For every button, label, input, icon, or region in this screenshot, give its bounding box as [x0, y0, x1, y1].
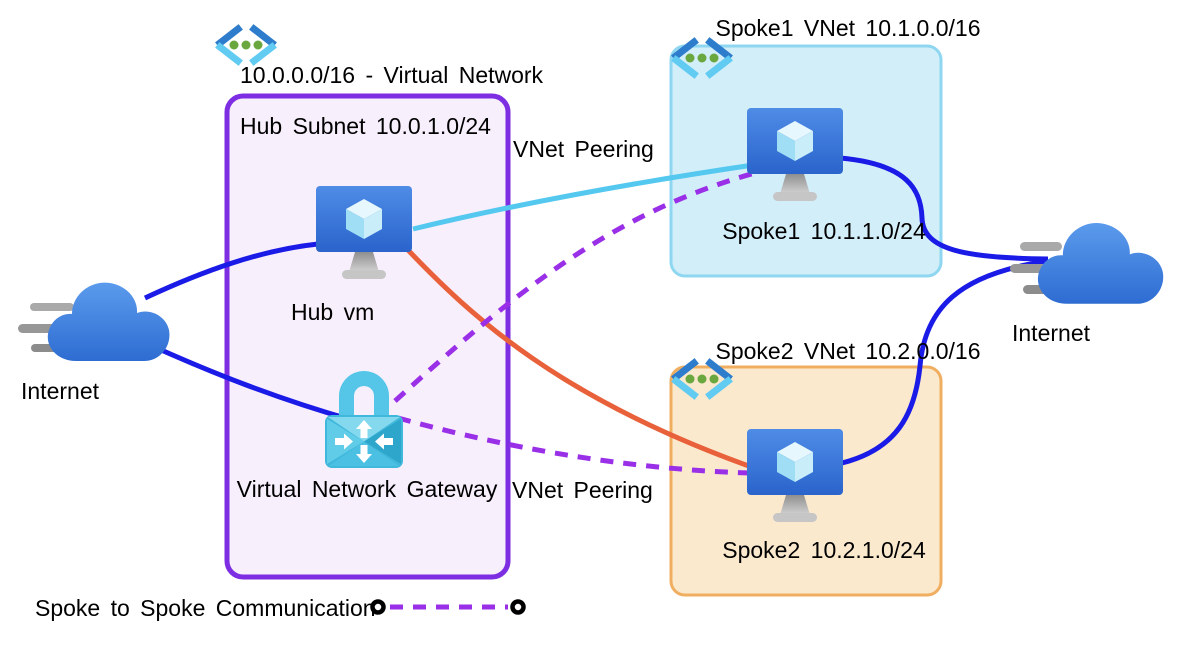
internet-right-cloud-icon — [1037, 223, 1164, 304]
link-spoke-to-spoke-gateway-to-spoke2 — [397, 415, 751, 476]
link-spoke1-to-internet-right — [839, 155, 1049, 262]
legend-endpoint-right-icon — [510, 599, 526, 615]
spoke1-vnet-title: Spoke1 VNet 10.1.0.0/16 — [715, 15, 980, 41]
spoke2-vm-label: Spoke2 10.2.1.0/24 — [722, 537, 926, 563]
hub-subnet-label: Hub Subnet 10.0.1.0/24 — [240, 113, 491, 139]
gateway-label: Virtual Network Gateway — [237, 476, 498, 502]
internet-right-label: Internet — [1012, 320, 1091, 346]
vnet-peering-label-bottom: VNet Peering — [512, 477, 653, 503]
legend-spoke-to-spoke — [370, 599, 526, 615]
vnet-peering-label-top: VNet Peering — [513, 136, 654, 162]
hub-vnet-icon — [220, 29, 272, 61]
spoke2-vnet-title: Spoke2 VNet 10.2.0.0/16 — [715, 338, 980, 364]
link-spoke2-to-internet-right — [841, 258, 1049, 466]
internet-left-label: Internet — [21, 378, 100, 404]
spoke1-vm-label: Spoke1 10.1.1.0/24 — [722, 218, 926, 244]
legend-endpoint-left-icon — [370, 599, 386, 615]
link-vnet-peering-hub-to-spoke2 — [406, 248, 761, 473]
hub-vm-label: Hub vm — [291, 299, 374, 325]
link-vnet-peering-hub-to-spoke1 — [412, 161, 761, 232]
legend-label: Spoke to Spoke Communication — [35, 595, 376, 621]
link-internet-left-to-hub-vm — [143, 241, 319, 301]
hub-vnet-title: 10.0.0.0/16 - Virtual Network — [240, 62, 544, 88]
link-internet-left-to-gateway — [148, 342, 353, 423]
link-spoke-to-spoke-gateway-to-spoke1 — [393, 170, 756, 403]
hub-vnet-box — [224, 93, 511, 580]
